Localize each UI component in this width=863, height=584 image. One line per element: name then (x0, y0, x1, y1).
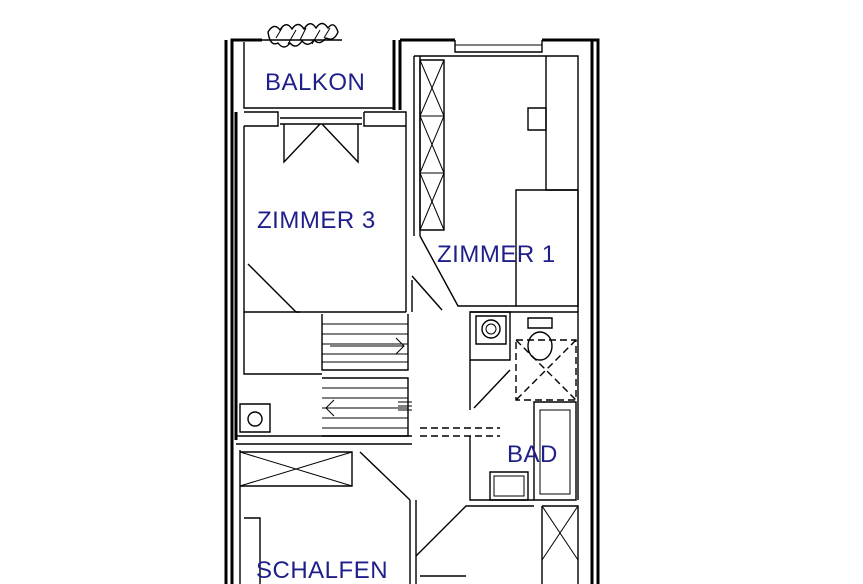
staircase (236, 312, 412, 445)
door-swing (247, 263, 297, 313)
window-doors-icon (280, 117, 362, 164)
sink-icon (489, 471, 529, 501)
zimmer-1-area: ZIMMER 1 (413, 55, 579, 312)
outer-walls (224, 38, 600, 584)
room-label-schlafen: SCHALFEN (256, 557, 388, 584)
balkon-area: BALKON (243, 22, 394, 109)
washing-machine-icon (475, 315, 507, 345)
zimmer-3-area: ZIMMER 3 (234, 111, 407, 440)
room-label-zimmer3: ZIMMER 3 (257, 207, 376, 234)
bad-area: BAD (420, 311, 579, 501)
room-label-zimmer1: ZIMMER 1 (437, 241, 556, 268)
room-label-balkon: BALKON (265, 69, 365, 96)
bathtub-icon (533, 401, 577, 501)
room-label-bad: BAD (507, 441, 558, 468)
wardrobe-icon (419, 59, 445, 231)
toilet-icon (515, 317, 577, 401)
plant-icon (267, 22, 339, 48)
shaft-icon (239, 403, 271, 433)
schlafen-area: SCHALFEN (239, 450, 579, 584)
